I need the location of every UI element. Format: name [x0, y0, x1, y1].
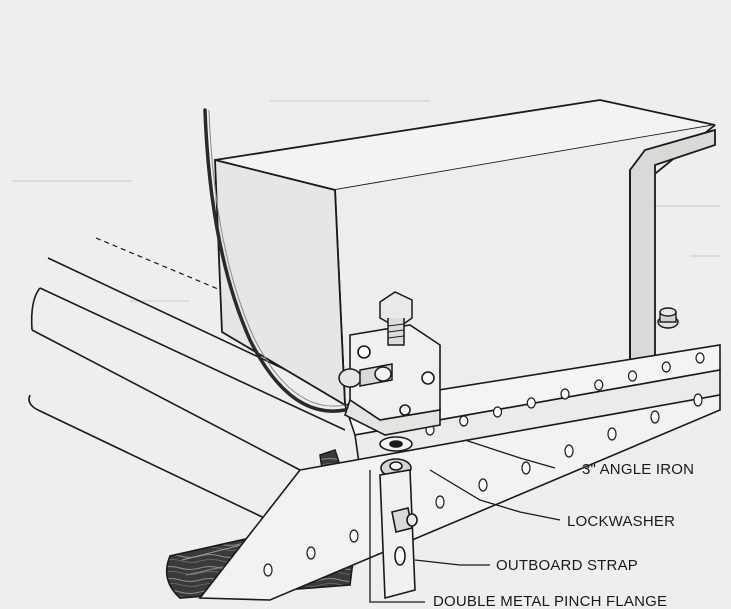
rail-bolt	[657, 307, 679, 329]
carriage-bolt	[379, 291, 413, 346]
rail-hole	[521, 461, 531, 475]
callout-outboard-strap: OUTBOARD STRAP	[496, 557, 638, 574]
rail-hole	[306, 546, 316, 560]
rail-hole	[349, 529, 359, 543]
rail-hole	[560, 388, 570, 400]
leader-lines	[369, 439, 561, 603]
rail-hole	[594, 379, 604, 391]
callout-pinch-flange: DOUBLE METAL PINCH FLANGE	[433, 593, 667, 609]
rail-hole	[492, 406, 503, 418]
rail-hole	[564, 444, 574, 458]
rail-hole	[661, 361, 671, 373]
rail-hole	[263, 563, 273, 577]
callout-lockwasher: LOCKWASHER	[567, 513, 675, 530]
rail-hole	[650, 410, 660, 424]
callout-angle-iron: 3" ANGLE IRON	[582, 461, 694, 478]
outboard-strap	[379, 469, 418, 600]
rail-hole	[695, 352, 705, 364]
cabinet-box	[214, 99, 716, 407]
cable	[203, 108, 347, 413]
rail-hole	[435, 495, 445, 509]
rail-hole	[526, 397, 536, 409]
side-bolt	[338, 363, 393, 388]
rail-hole	[627, 370, 638, 382]
rail-hole	[478, 478, 488, 492]
rail-holes	[263, 352, 705, 577]
rail-hole	[607, 427, 617, 441]
rail-hole	[459, 415, 469, 427]
rail-hole	[693, 393, 703, 407]
angle-bracket	[344, 324, 441, 436]
